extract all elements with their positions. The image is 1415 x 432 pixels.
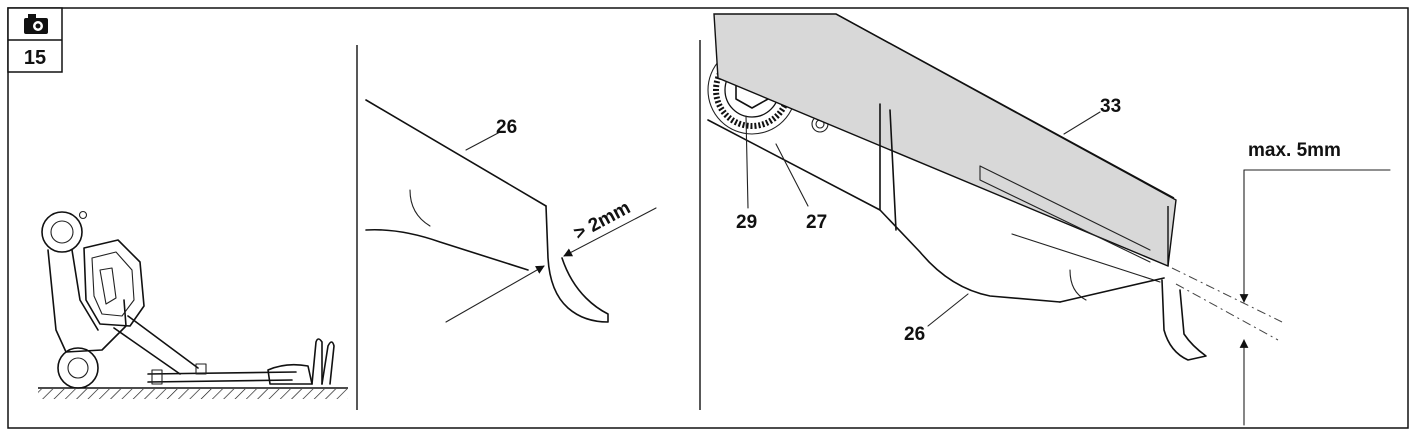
camera-icon [24,14,48,34]
step-number: 15 [24,47,46,69]
figure-border [7,7,1409,429]
part-label-27: 27 [806,212,827,233]
wear-limit-label: > 2mm [570,197,633,244]
max-gap-label: max. 5mm [1248,140,1341,161]
part-label-29: 29 [736,212,757,233]
part-label-33: 33 [1100,96,1121,117]
step-badge: 15 [7,7,63,73]
mower-illustration [38,210,348,399]
blade-assembly-illustration [707,13,1391,426]
blade-profile-illustration [365,99,657,323]
part-label-26-right: 26 [904,324,925,345]
part-label-26-mid: 26 [496,117,517,138]
